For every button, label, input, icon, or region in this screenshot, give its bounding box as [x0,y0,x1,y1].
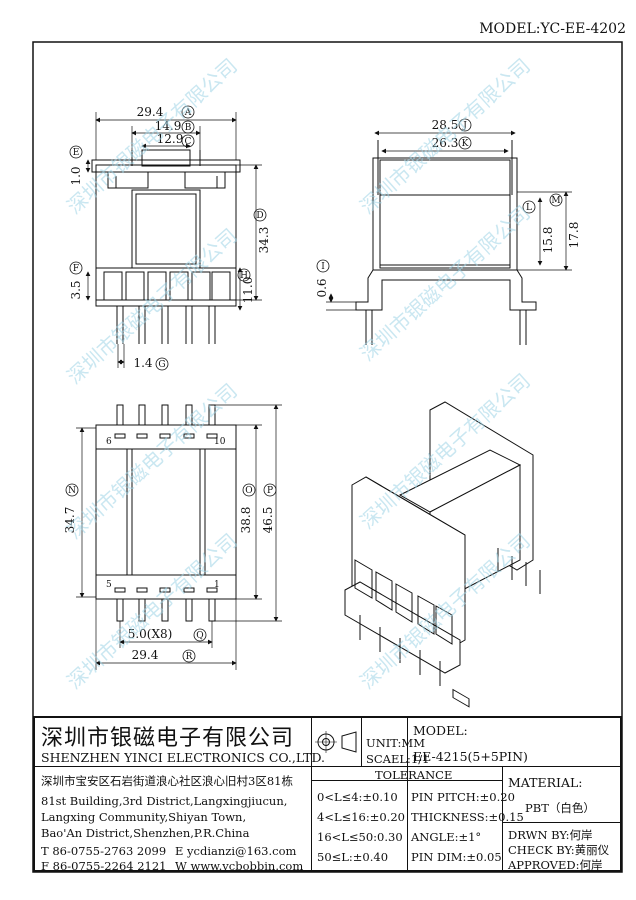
balloon-q: Q [196,631,203,641]
tb-rule-tol-header [311,780,502,781]
dim-34-3: 34.3 [257,227,271,254]
address-en-line1: 81st Building,3rd District,Langxingjiucu… [41,794,288,808]
tb-rule-tol-vertical [407,780,408,872]
side-view [355,140,537,345]
tb-rule-col2 [361,718,362,766]
balloon-p: P [267,486,273,496]
watermark-layer: 深圳市银磁电子有限公司 深圳市银磁电子有限公司 深圳市银磁电子有限公司 深圳市银… [62,54,535,694]
dim-1-0: 1.0 [69,166,83,185]
contact-email: E ycdianzi@163.com [175,844,297,858]
material-label: MATERIAL: [508,775,583,790]
dim-34-7: 34.7 [63,507,77,534]
company-name-en: SHENZHEN YINCI ELECTRONICS CO.,LTD. [41,750,326,765]
model-value: EE-4215(5+5PIN) [413,749,528,764]
dim-12-9: 12.9 [157,132,184,146]
pin-number-10: 10 [214,437,226,447]
bottom-view-dimensions [76,404,282,670]
tolerance-range-4: 50≤L:±0.40 [317,850,389,864]
approved-by: APPROVED:何岸 [508,858,603,872]
dim-0-6: 0.6 [315,278,329,297]
tolerance-range-1: 0<L≤4:±0.10 [317,790,398,804]
tb-rule-col1 [311,718,312,872]
balloon-d: D [256,211,263,221]
model-label: MODEL: [413,723,468,738]
side-view-balloon-labels: J K L M I [321,121,560,272]
balloon-r: R [186,652,193,662]
balloon-f: F [73,264,79,274]
dim-29-4-bottom: 29.4 [132,648,159,662]
balloon-h: H [240,271,248,281]
dim-pitch: 5.0(X8) [128,627,173,641]
balloon-m: M [551,196,560,206]
dim-46-5: 46.5 [261,507,275,534]
sheet-border [32,41,623,873]
balloon-g: G [158,360,165,370]
dim-15-8: 15.8 [541,227,555,254]
isometric-view [344,401,541,708]
contact-fax: F 86-0755-2264 2121 [41,859,167,873]
tolerance-spec-4: PIN DIM:±0.05 [411,850,502,864]
tb-rule-row1 [311,766,622,767]
dim-1-4: 1.4 [133,356,152,370]
balloon-a: A [184,108,192,118]
tolerance-spec-3: ANGLE:±1° [411,830,482,844]
front-view-balloons [69,105,267,371]
tolerance-range-2: 4<L≤16:±0.20 [317,810,405,824]
front-view-dim-text: 29.4 14.9 12.9 34.3 11.0 1.0 3.5 1.4 [69,105,271,370]
balloon-i: I [321,262,325,272]
projection-symbol-icon [315,731,357,753]
balloon-c: C [185,137,192,147]
dim-38-8: 38.8 [239,507,253,534]
bottom-view-dim-text: 34.7 38.8 46.5 5.0(X8) 29.4 6 10 5 1 [63,437,275,662]
bottom-view-balloons [65,483,277,663]
dim-26-3: 26.3 [432,136,459,150]
bottom-view-balloon-labels: N O P Q R [68,486,273,662]
address-en-line3: Bao'An District,Shenzhen,P.R.China [41,826,250,840]
front-view-dimensions [85,112,262,368]
dim-28-5: 28.5 [432,118,459,132]
drawn-by: DRWN BY:何岸 [508,828,593,842]
company-name-cn: 深圳市银磁电子有限公司 [41,726,295,751]
pin-number-6: 6 [106,437,112,447]
front-view-balloon-labels: A B C D E F G H [73,108,264,370]
address-cn: 深圳市宝安区石岩街道浪心社区浪心旧村3区81栋 [41,774,293,788]
side-view-balloons [316,118,563,273]
contact-web: W www.ycbobbin.com [175,859,304,873]
tolerance-range-3: 16<L≤50:0.30 [317,830,403,844]
dim-17-8: 17.8 [567,222,581,249]
dim-29-4: 29.4 [137,105,164,119]
scale-label: SCAEL:1/1 [366,752,430,766]
dim-3-5: 3.5 [69,280,83,299]
unit-label: UNIT:MM [366,736,425,750]
checked-by: CHECK BY:黄丽仪 [508,843,610,857]
contact-tel: T 86-0755-2763 2099 [41,844,167,858]
address-en-line2: Langxing Community,Shiyan Town, [41,810,247,824]
balloon-k: K [462,139,469,149]
pin-number-5: 5 [106,580,112,590]
tolerance-spec-2: THICKNESS:±0.15 [411,810,524,824]
balloon-o: O [245,486,252,496]
dim-11-0: 11.0 [241,277,255,304]
dim-14-9: 14.9 [155,119,182,133]
balloon-l: L [526,203,532,213]
front-view [91,149,241,344]
material-value: PBT（白色） [525,801,595,815]
side-view-dimensions [326,130,572,311]
model-header: MODEL:YC-EE-4202 [479,21,626,37]
balloon-n: N [68,486,76,496]
tb-rule-mat-bottom [502,822,622,823]
tolerance-spec-1: PIN PITCH:±0.20 [411,790,515,804]
tolerance-title: TOLERANCE [375,768,453,782]
watermark: 深圳市银磁电子有限公司 [62,379,242,544]
watermark: 深圳市银磁电子有限公司 [355,54,535,219]
pin-number-1: 1 [214,580,220,590]
title-block: 深圳市银磁电子有限公司 SHENZHEN YINCI ELECTRONICS C… [33,716,622,873]
tb-rule-company-bottom [35,766,311,767]
balloon-j: J [462,121,467,131]
tb-rule-col4 [502,766,503,872]
balloon-b: B [185,123,192,133]
balloon-e: E [73,148,80,158]
side-view-dim-text: 28.5 26.3 15.8 17.8 0.6 [315,118,581,298]
